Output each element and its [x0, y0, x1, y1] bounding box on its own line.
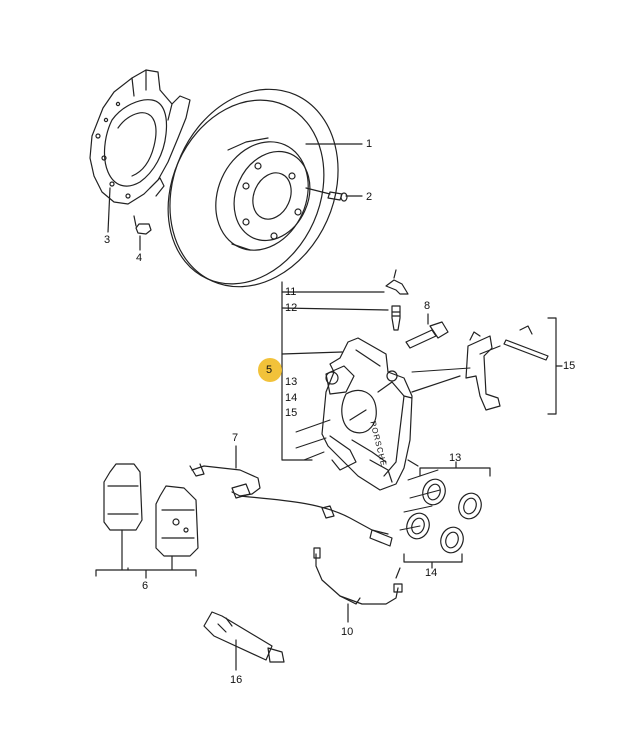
pin-15 [503, 325, 549, 361]
label-13-left: 13 [285, 376, 298, 388]
brake-line [313, 547, 403, 623]
label-10: 10 [341, 626, 354, 638]
label-12: 12 [285, 302, 298, 314]
bleeder-valve [391, 305, 401, 331]
grease-tube [203, 611, 285, 671]
label-13-seals: 13 [449, 452, 462, 464]
bolt-2 [327, 191, 348, 202]
seals [403, 461, 491, 569]
label-4: 4 [136, 252, 143, 264]
label-2: 2 [366, 191, 373, 203]
callout-bracket-right [547, 317, 563, 415]
label-14-left: 14 [285, 392, 298, 404]
highlight-marker [258, 358, 282, 382]
spreader-spring [465, 331, 501, 411]
label-3: 3 [104, 234, 111, 246]
wear-sensor-cable [189, 445, 393, 547]
label-15-right: 15 [563, 360, 576, 372]
label-1: 1 [366, 138, 373, 150]
brake-pads [95, 463, 199, 579]
caliper [321, 337, 461, 491]
label-16: 16 [230, 674, 243, 686]
screw-4 [133, 215, 152, 235]
label-11: 11 [285, 286, 297, 298]
bolt-8 [405, 321, 449, 349]
label-7: 7 [232, 432, 239, 444]
label-5[interactable]: 5 [266, 364, 273, 376]
label-15-left: 15 [285, 407, 298, 419]
projection-lines [295, 367, 471, 531]
callout-bracket-left [281, 281, 389, 461]
label-6: 6 [142, 580, 149, 592]
cap-11 [385, 269, 409, 295]
label-8: 8 [424, 300, 431, 312]
label-14-seals: 14 [425, 567, 438, 579]
brake-disc [167, 88, 339, 288]
leader-lines [107, 143, 429, 571]
dust-shield [89, 69, 191, 205]
